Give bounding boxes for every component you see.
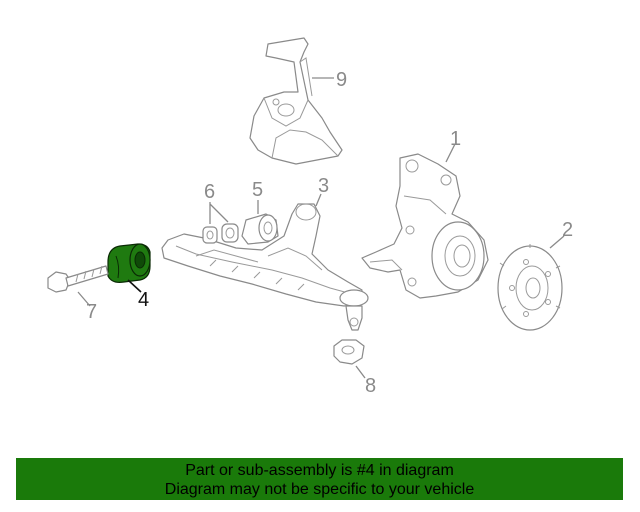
leader-lines bbox=[77, 77, 565, 379]
callout-8: 8 bbox=[365, 375, 376, 397]
part-5-bushing bbox=[241, 213, 279, 245]
part-2-hub bbox=[497, 244, 563, 331]
footer-banner: Part or sub-assembly is #4 in diagram Di… bbox=[16, 458, 623, 500]
callout-3: 3 bbox=[318, 175, 329, 197]
part-9-bracket bbox=[249, 37, 343, 165]
part-6-bushings bbox=[202, 223, 239, 244]
callout-6: 6 bbox=[204, 181, 215, 203]
callout-7: 7 bbox=[86, 301, 97, 323]
footer-line-1: Part or sub-assembly is #4 in diagram bbox=[185, 462, 454, 479]
part-1-knuckle bbox=[361, 153, 489, 299]
parts-diagram: 9 1 2 3 5 6 4 7 8 bbox=[47, 37, 573, 397]
footer-line-2: Diagram may not be specific to your vehi… bbox=[164, 481, 475, 498]
part-8-nut bbox=[333, 339, 365, 365]
callout-5: 5 bbox=[252, 179, 263, 201]
callout-4: 4 bbox=[138, 289, 149, 311]
part-3-control-arm bbox=[161, 203, 369, 331]
callout-9: 9 bbox=[336, 69, 347, 91]
part-7-bolt bbox=[47, 265, 109, 293]
callout-1: 1 bbox=[450, 128, 461, 150]
part-4-bushing-highlighted bbox=[107, 243, 151, 283]
callout-2: 2 bbox=[562, 219, 573, 241]
